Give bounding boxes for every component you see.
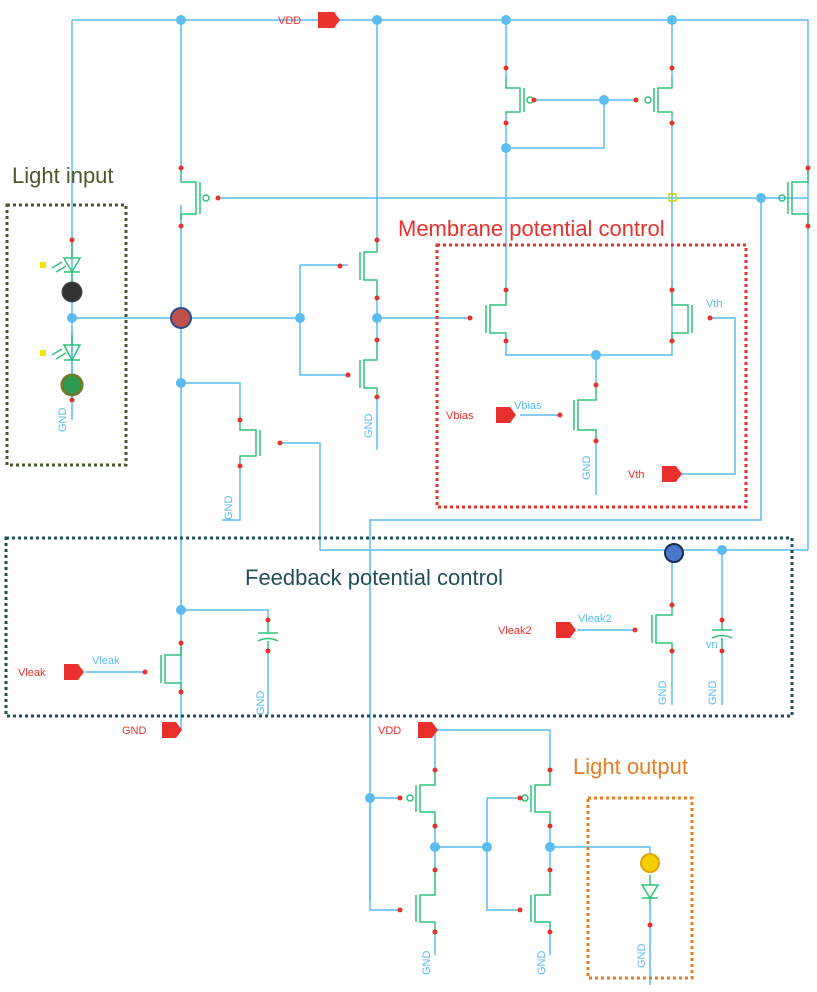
- gnd-label-vleak2: GND: [657, 681, 669, 706]
- vleak-port-label: Vleak: [18, 667, 46, 679]
- gnd-port: [162, 722, 182, 738]
- devices: [51, 78, 809, 930]
- vbias-net-label: Vbias: [514, 400, 542, 412]
- gnd-label-led: GND: [636, 944, 648, 969]
- vbias-port: [496, 407, 516, 423]
- vn-label: vn: [706, 639, 718, 651]
- vth-port: [662, 466, 682, 482]
- light-output-box: [586, 796, 694, 980]
- highlighted-nodes: [60, 281, 684, 873]
- regions: Light input Membrane potential control F…: [4, 163, 794, 980]
- node-red: [170, 307, 192, 329]
- junctions: [67, 15, 766, 852]
- ports: VDD Vbias Vbias Vth Vth Vleak Vleak Vlea…: [18, 12, 723, 738]
- membrane-box: [435, 243, 748, 509]
- vbias-port-label: Vbias: [446, 410, 474, 422]
- node-green: [60, 373, 84, 397]
- gnd-label-mid: GND: [363, 414, 375, 439]
- node-yellow: [640, 853, 660, 873]
- vleak-net-label: Vleak: [92, 655, 120, 667]
- pins: [40, 65, 811, 935]
- light-input-box: [5, 203, 128, 467]
- node-blue: [664, 543, 684, 563]
- vleak2-net-label: Vleak2: [578, 613, 612, 625]
- vleak2-port-label: Vleak2: [498, 625, 532, 637]
- membrane-title: Membrane potential control: [398, 216, 665, 241]
- light-input-title: Light input: [12, 163, 114, 188]
- gnd-label-out2: GND: [536, 951, 548, 976]
- gnd-label-feedback: GND: [223, 496, 235, 521]
- feedback-box: [4, 536, 794, 718]
- gnd-label-cap: GND: [255, 691, 267, 716]
- vdd-top-port: [318, 12, 340, 28]
- feedback-title: Feedback potential control: [245, 565, 503, 590]
- vleak-port: [64, 664, 84, 680]
- gnd-label-vn: GND: [707, 681, 719, 706]
- gnd-label-out1: GND: [421, 951, 433, 976]
- wires: [71, 19, 809, 985]
- node-black: [61, 281, 83, 303]
- vth-port-label: Vth: [628, 469, 645, 481]
- vdd-top-label: VDD: [278, 15, 301, 27]
- light-output-title: Light output: [573, 754, 688, 779]
- gnd-labels: GND GND GND GND GND GND GND GND GND GND: [57, 408, 719, 976]
- gnd-label-input: GND: [57, 408, 69, 433]
- vdd-bottom-label: VDD: [378, 725, 401, 737]
- vth-net-label: Vth: [706, 298, 723, 310]
- vdd-bottom-port: [418, 722, 438, 738]
- vleak2-port: [556, 622, 576, 638]
- gnd-label-vbias: GND: [581, 456, 593, 481]
- gnd-port-label: GND: [122, 725, 147, 737]
